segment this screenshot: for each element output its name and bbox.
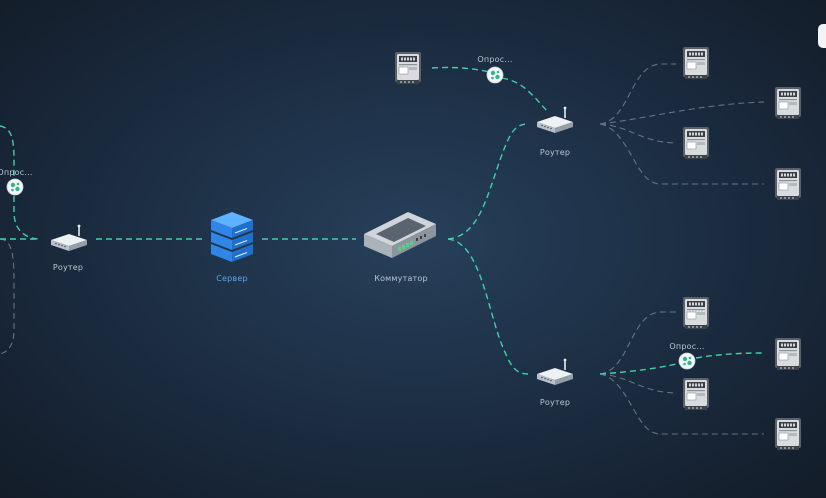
side-panel-tab[interactable]	[818, 24, 826, 48]
router-label: Роутер	[539, 398, 571, 407]
electric-meter-icon[interactable]	[682, 126, 710, 160]
idle-links	[0, 63, 765, 435]
router-label: Роутер	[539, 148, 571, 157]
poll-label: Опрос...	[0, 168, 33, 177]
server-icon[interactable]	[211, 212, 253, 262]
link-left-down	[0, 238, 15, 355]
poll-status-icon[interactable]	[6, 178, 24, 196]
switch-label: Коммутатор	[374, 274, 428, 283]
electric-meter-icon[interactable]	[774, 337, 802, 371]
poll-label: Опрос...	[477, 55, 513, 64]
poll-status-icon[interactable]	[678, 352, 696, 370]
electric-meter-icon[interactable]	[774, 86, 802, 120]
electric-meter-icon[interactable]	[774, 417, 802, 451]
electric-meter-icon[interactable]	[774, 167, 802, 201]
switch-icon[interactable]	[364, 212, 436, 258]
active-links	[0, 66, 765, 375]
electric-meter-icon[interactable]	[682, 296, 710, 330]
router-icon[interactable]	[536, 358, 574, 386]
router-label: Роутер	[52, 263, 84, 272]
poll-status-icon[interactable]	[486, 66, 504, 84]
electric-meter-icon[interactable]	[682, 46, 710, 80]
poll-label: Опрос...	[669, 342, 705, 351]
server-label: Сервер	[216, 274, 248, 283]
electric-meter-icon[interactable]	[682, 377, 710, 411]
router-icon[interactable]	[50, 224, 88, 252]
electric-meter-icon[interactable]	[394, 51, 422, 85]
router-icon[interactable]	[536, 106, 574, 134]
